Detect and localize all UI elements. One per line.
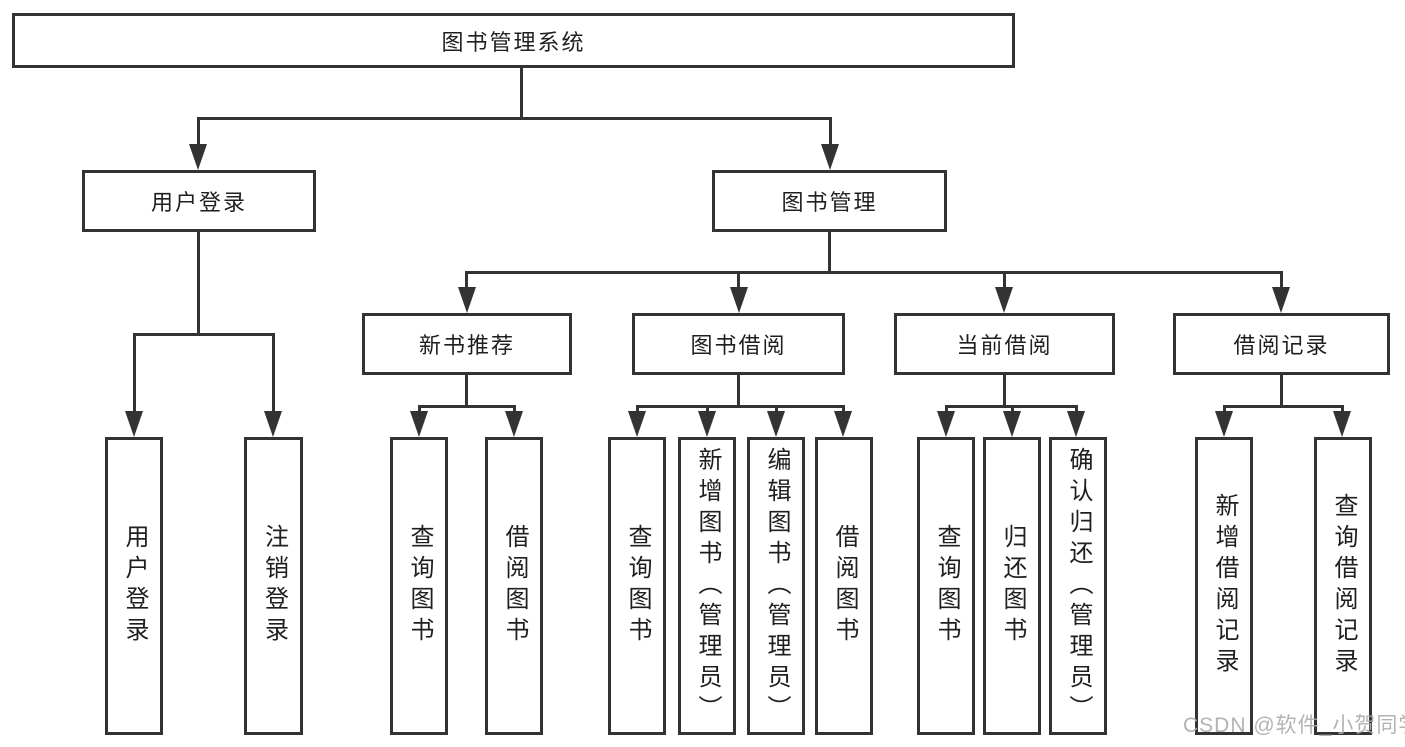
connector-drop-leaf [1011, 405, 1014, 414]
connector-drop-borrow-records [1280, 271, 1283, 289]
arrow-down-icon [505, 411, 523, 437]
leaf-add-books-admin: 新增图书（管理员） [678, 437, 736, 735]
connector-book-borrow-rail [636, 405, 845, 408]
connector-new-book-rail [418, 405, 516, 408]
node-label: 用户登录 [121, 524, 148, 648]
leaf-return-books: 归还图书 [983, 437, 1041, 735]
arrow-down-icon [1003, 411, 1021, 437]
arrow-down-icon [767, 411, 785, 437]
leaf-query-books-current: 查询图书 [917, 437, 975, 735]
connector-book-mgmt-rail [465, 271, 1283, 274]
connector-drop-leaf [513, 405, 516, 414]
connector-drop-leaf [1341, 405, 1344, 414]
node-label: 借阅图书 [501, 524, 528, 648]
arrow-down-icon [628, 411, 646, 437]
node-label: 当前借阅 [956, 333, 1053, 358]
connector-book-mgmt-stem [828, 232, 831, 274]
arrow-down-icon [1215, 411, 1233, 437]
arrow-down-icon [1272, 287, 1290, 313]
arrow-down-icon [264, 411, 282, 437]
node-label: 注销登录 [260, 524, 288, 648]
arrow-down-icon [937, 411, 955, 437]
node-label: 借阅记录 [1233, 333, 1330, 358]
arrow-down-icon [189, 144, 207, 170]
connector-drop-new-book [465, 271, 468, 289]
connector-drop-user-login [197, 117, 200, 147]
connector-drop-book-borrow [737, 271, 740, 289]
connector-borrow-records-stem [1280, 375, 1283, 408]
connector-drop-leaf [1075, 405, 1078, 414]
arrow-down-icon [698, 411, 716, 437]
connector-user-login-stem [197, 232, 200, 336]
connector-root-rail [197, 117, 832, 120]
node-book-borrow: 图书借阅 [632, 313, 845, 375]
connector-user-login-rail [133, 333, 275, 336]
arrow-down-icon [458, 287, 476, 313]
node-label: 新书推荐 [418, 333, 515, 358]
node-current-borrow: 当前借阅 [894, 313, 1115, 375]
node-label: 图书管理系统 [441, 29, 586, 55]
connector-drop-book-mgmt [829, 117, 832, 147]
connector-drop-leaf [418, 405, 421, 414]
node-label: 用户登录 [150, 190, 247, 215]
node-label: 图书借阅 [690, 333, 787, 358]
leaf-query-books-newbook: 查询图书 [390, 437, 448, 735]
connector-current-borrow-stem [1003, 375, 1006, 408]
connector-drop-leaf [1223, 405, 1226, 414]
node-new-book-recommend: 新书推荐 [362, 313, 572, 375]
node-book-mgmt: 图书管理 [712, 170, 947, 232]
connector-book-borrow-stem [737, 375, 740, 408]
node-label: 编辑图书（管理员） [763, 446, 790, 726]
leaf-add-borrow-record: 新增借阅记录 [1195, 437, 1253, 735]
node-label: 新增图书（管理员） [694, 446, 721, 726]
node-label: 确认归还（管理员） [1065, 446, 1092, 726]
connector-drop-leaf [706, 405, 709, 414]
node-label: 新增借阅记录 [1211, 493, 1238, 679]
arrow-down-icon [730, 287, 748, 313]
arrow-down-icon [834, 411, 852, 437]
connector-drop-leaf [945, 405, 948, 414]
connector-drop-leaf [842, 405, 845, 414]
leaf-borrow-books-newbook: 借阅图书 [485, 437, 543, 735]
csdn-watermark: CSDN @软件_小贺同学 [1183, 714, 1405, 737]
connector-drop-leaf [636, 405, 639, 414]
node-label: 借阅图书 [831, 524, 858, 648]
leaf-borrow-books: 借阅图书 [815, 437, 873, 735]
arrow-down-icon [125, 411, 143, 437]
node-label: 查询借阅记录 [1330, 493, 1357, 679]
connector-drop-leaf [775, 405, 778, 414]
leaf-user-login: 用户登录 [105, 437, 163, 735]
node-label: 图书管理 [781, 190, 878, 215]
leaf-confirm-return-admin: 确认归还（管理员） [1049, 437, 1107, 735]
arrow-down-icon [995, 287, 1013, 313]
arrow-down-icon [1067, 411, 1085, 437]
node-root-library-system: 图书管理系统 [12, 13, 1015, 68]
leaf-query-books-borrow: 查询图书 [608, 437, 666, 735]
connector-borrow-records-rail [1223, 405, 1344, 408]
node-label: 查询图书 [624, 524, 651, 648]
connector-new-book-stem [465, 375, 468, 408]
arrow-down-icon [821, 144, 839, 170]
node-label: 查询图书 [406, 524, 433, 648]
connector-drop-leaf [272, 333, 275, 413]
connector-drop-current-borrow [1003, 271, 1006, 289]
leaf-query-borrow-record: 查询借阅记录 [1314, 437, 1372, 735]
leaf-logout: 注销登录 [244, 437, 303, 735]
node-borrow-records: 借阅记录 [1173, 313, 1390, 375]
node-label: 归还图书 [999, 524, 1026, 648]
node-user-login: 用户登录 [82, 170, 316, 232]
leaf-edit-books-admin: 编辑图书（管理员） [747, 437, 805, 735]
arrow-down-icon [410, 411, 428, 437]
arrow-down-icon [1333, 411, 1351, 437]
connector-drop-leaf [133, 333, 136, 413]
node-label: 查询图书 [933, 524, 960, 648]
connector-root-stem [520, 68, 523, 118]
